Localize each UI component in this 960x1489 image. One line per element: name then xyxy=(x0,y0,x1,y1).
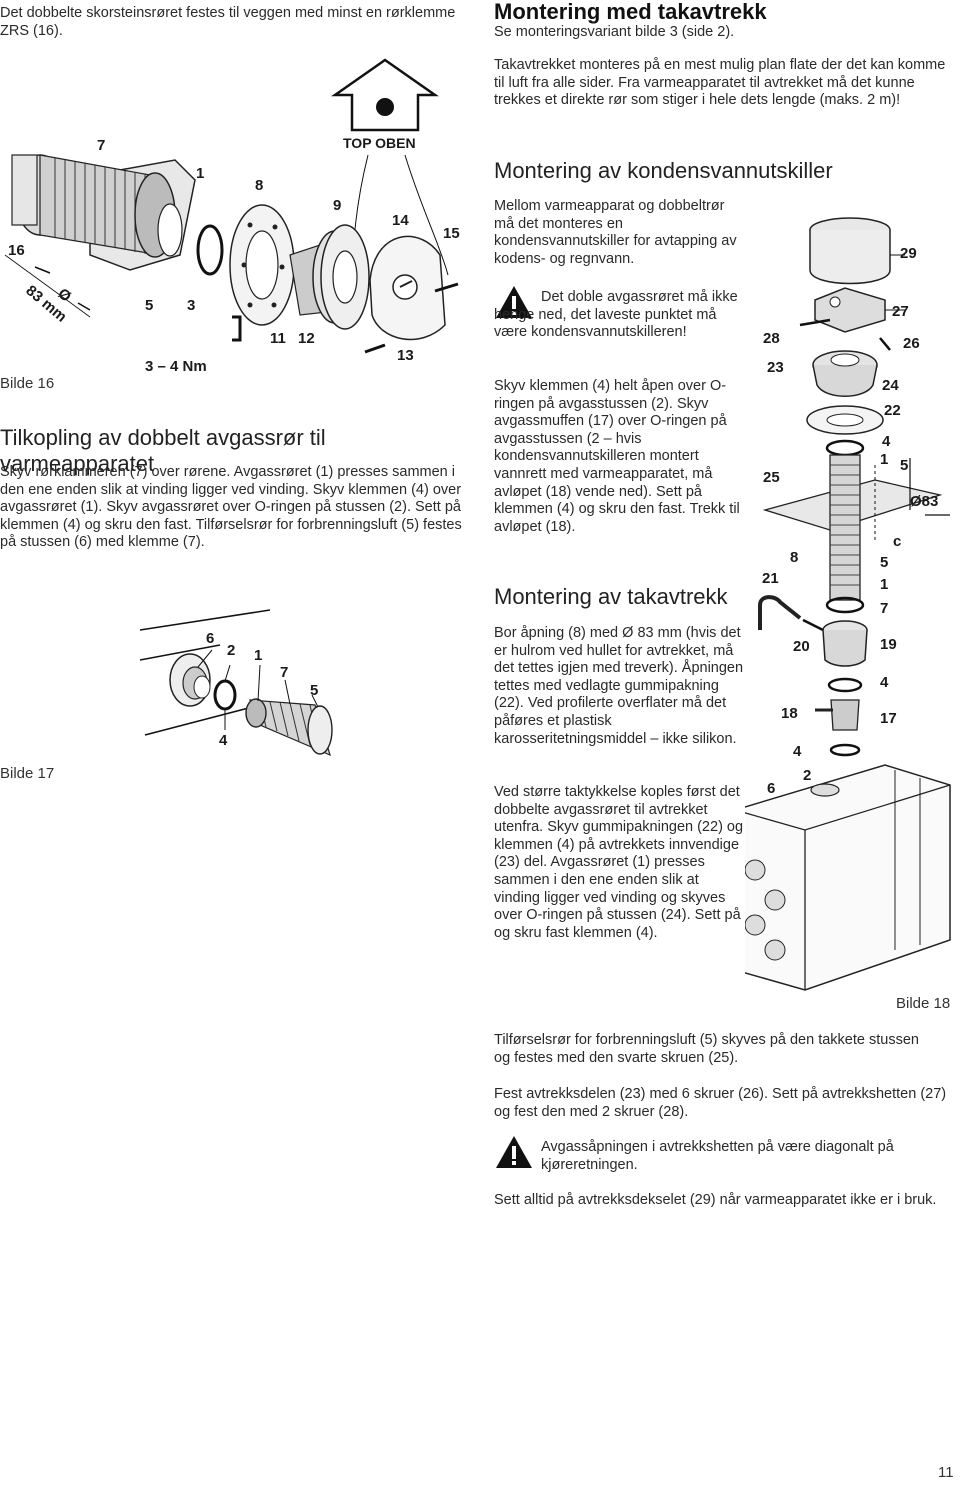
clamp-3 xyxy=(196,224,224,276)
cover-reminder-text: Sett alltid på avtrekksdekselet (29) når… xyxy=(494,1192,937,1208)
figure-18: 29 27 28 26 23 24 22 4 1 5 25 Ø83 c 8 5 … xyxy=(745,217,951,991)
intro-text: Det dobbelte skorsteinsrøret festes til … xyxy=(0,5,456,39)
warning-text-2: Avgassåpningen i avtrekkshetten på være … xyxy=(541,1139,894,1173)
top-arrow-icon xyxy=(331,58,439,132)
label-24: 24 xyxy=(882,377,899,394)
label-20: 20 xyxy=(793,638,810,655)
label-28: 28 xyxy=(763,330,780,347)
outlet-body-9 xyxy=(289,224,370,330)
label-7: 7 xyxy=(280,664,288,681)
label-8: 8 xyxy=(255,177,263,194)
label-3: 3 xyxy=(187,297,195,314)
label-1: 1 xyxy=(254,647,262,664)
label-18: 18 xyxy=(781,705,798,722)
label-4: 4 xyxy=(219,732,228,749)
top-oben-label: TOP OBEN xyxy=(343,135,416,151)
screw-icon xyxy=(364,282,459,354)
flex-pipe xyxy=(245,698,333,757)
label-5: 5 xyxy=(145,297,153,314)
fig16-caption: Bilde 16 xyxy=(0,375,55,392)
label-27: 27 xyxy=(892,303,909,320)
label-4a: 4 xyxy=(882,433,891,450)
heater-unit xyxy=(745,764,951,991)
label-9: 9 xyxy=(333,197,341,214)
label-2: 2 xyxy=(227,642,235,659)
condensate-text: Mellom varmeapparat og dobbeltrør må det… xyxy=(494,198,737,267)
label-1b: 1 xyxy=(880,576,888,593)
cover-14 xyxy=(369,235,446,341)
label-21: 21 xyxy=(762,570,779,587)
fig18-caption: Bilde 18 xyxy=(896,995,951,1012)
label-15: 15 xyxy=(443,225,460,242)
label-7: 7 xyxy=(880,600,888,617)
label-1a: 1 xyxy=(880,451,888,468)
clamp-instructions: Skyv klemmen (4) helt åpen over O-ringen… xyxy=(494,378,740,535)
label-6: 6 xyxy=(767,780,775,797)
label-26: 26 xyxy=(903,335,920,352)
section-title-connection: Tilkopling av dobbelt avgassrør til varm… xyxy=(0,425,326,476)
fig17-caption: Bilde 17 xyxy=(0,765,55,782)
label-16: 16 xyxy=(8,242,25,259)
label-7: 7 xyxy=(97,137,105,154)
heading-roof-outlet: Montering av takavtrekk xyxy=(494,584,728,609)
figure-16: TOP OBEN xyxy=(4,58,460,375)
gasket-8 xyxy=(229,204,295,326)
connection-body-text: Skyv rørklammeren (7) over rørene. Avgas… xyxy=(0,464,462,551)
label-5a: 5 xyxy=(900,457,908,474)
air-pipe-text: Tilførselsrør for forbrenningsluft (5) s… xyxy=(494,1032,919,1066)
exhaust-pipe xyxy=(11,154,183,258)
condensate-separator xyxy=(815,620,868,757)
label-25: 25 xyxy=(763,469,780,486)
label-29: 29 xyxy=(900,245,917,262)
label-5: 5 xyxy=(310,682,318,699)
label-1: 1 xyxy=(196,165,204,182)
fastening-text: Fest avtrekksdelen (23) med 6 skruer (26… xyxy=(494,1086,947,1120)
figure-17: 6 2 1 7 5 4 xyxy=(140,609,333,757)
heading-condensate: Montering av kondensvannutskiller xyxy=(494,158,833,183)
heading-roof-mount: Montering med takavtrekk xyxy=(494,0,767,24)
label-4c: 4 xyxy=(793,743,802,760)
warning-icon-2 xyxy=(496,1136,532,1168)
label-17: 17 xyxy=(880,710,897,727)
label-23: 23 xyxy=(767,359,784,376)
label-2: 2 xyxy=(803,767,811,784)
label-c: c xyxy=(893,533,901,550)
outlet-hood-27 xyxy=(814,287,905,333)
label-13: 13 xyxy=(397,347,414,364)
label-11: 11 xyxy=(270,330,286,347)
outlet-part-23 xyxy=(812,350,878,397)
label-diameter-83: Ø83 xyxy=(910,493,938,510)
label-14: 14 xyxy=(392,212,409,229)
label-12: 12 xyxy=(298,330,315,347)
drilling-instructions: Bor åpning (8) med Ø 83 mm (hvis det er … xyxy=(494,625,744,747)
label-5b: 5 xyxy=(880,554,888,571)
warning-icon xyxy=(496,286,532,318)
label-6: 6 xyxy=(206,630,214,647)
warning-text-1: Det doble avgassrøret må ikke henge ned,… xyxy=(494,289,738,341)
double-exhaust-pipe xyxy=(825,454,865,614)
label-4b: 4 xyxy=(880,674,889,691)
label-8: 8 xyxy=(790,549,798,566)
page-number: 11 xyxy=(938,1464,954,1481)
label-torque: 3 – 4 Nm xyxy=(145,358,207,375)
label-19: 19 xyxy=(880,636,897,653)
label-22: 22 xyxy=(884,402,901,419)
thick-roof-instructions: Ved større taktykkelse koples først det … xyxy=(494,784,744,941)
roof-mount-intro: Takavtrekket monteres på en mest mulig p… xyxy=(494,57,946,109)
outlet-cover-29 xyxy=(809,217,905,285)
subheading-see-figure: Se monteringsvariant bilde 3 (side 2). xyxy=(494,24,735,40)
